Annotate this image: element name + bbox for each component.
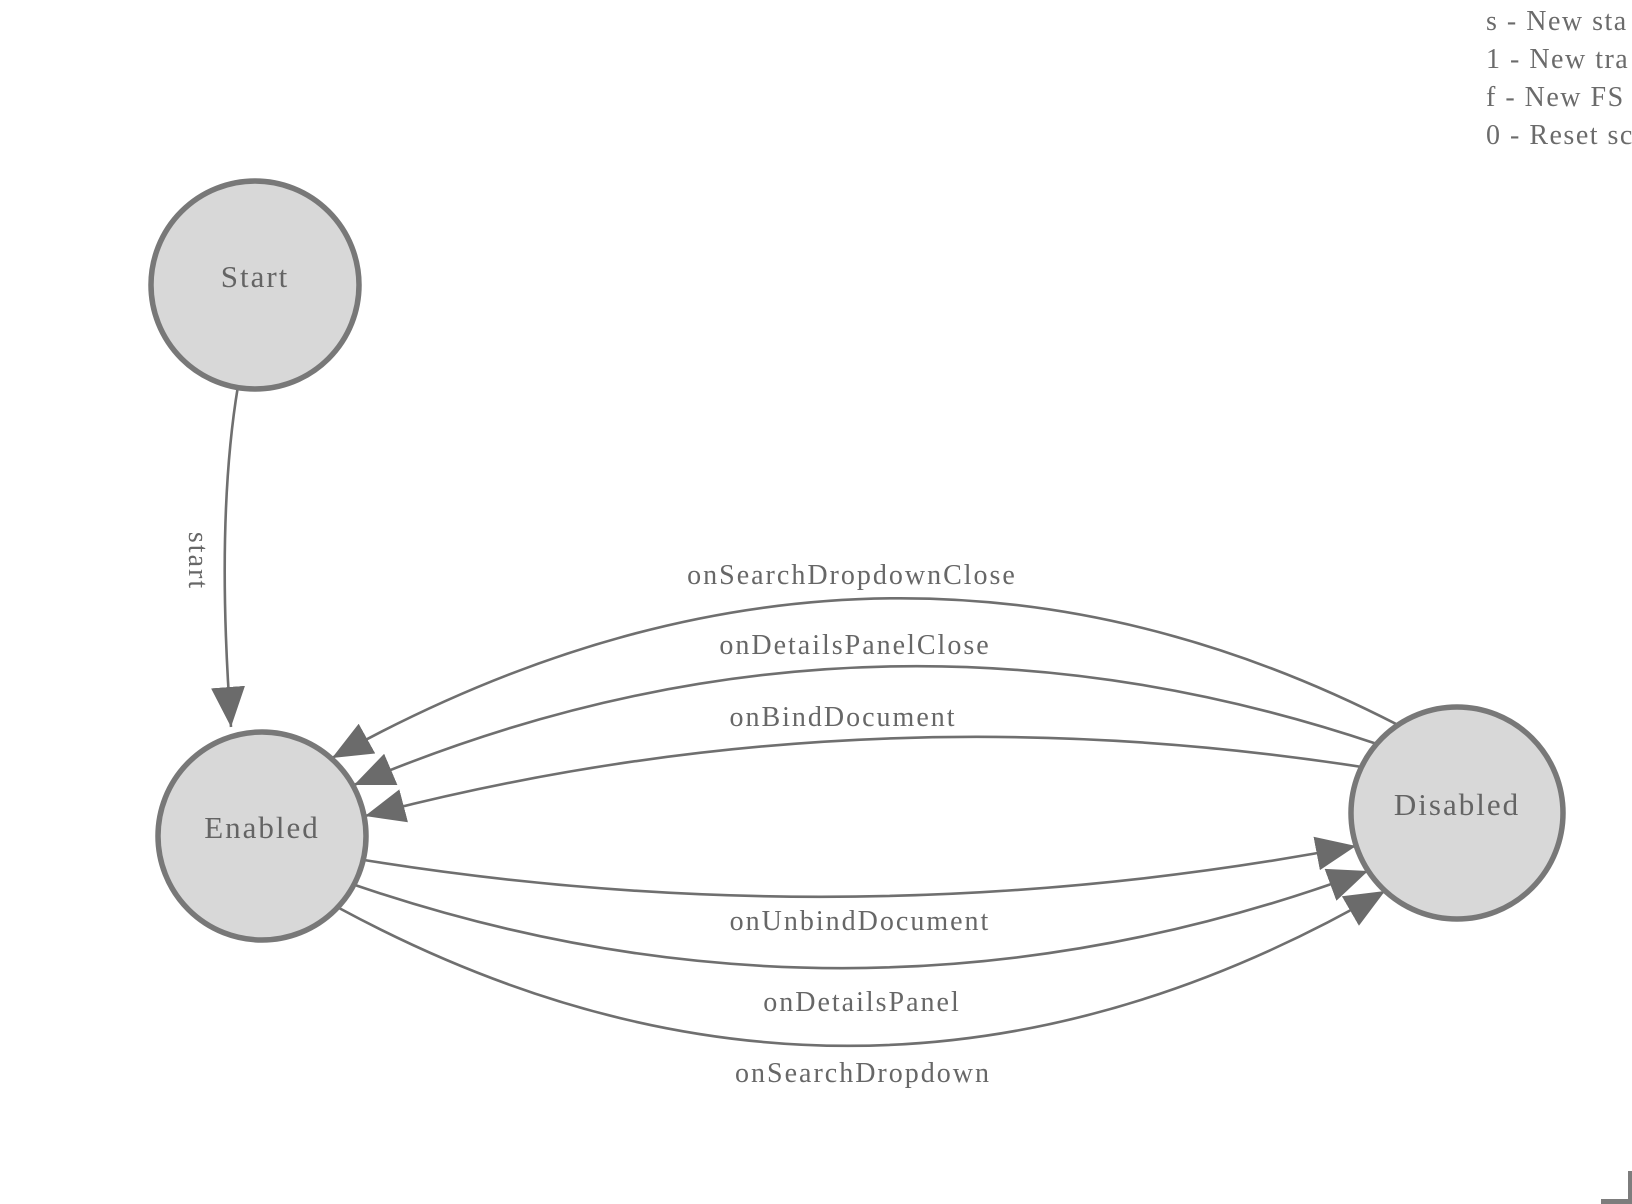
state-circle-enabled[interactable] [155,729,369,943]
legend-line-new-transition: 1 - New tra [1486,44,1630,75]
transition-edge-onsearchdropdownclose[interactable] [331,597,1399,760]
state-circle-start[interactable] [148,178,362,392]
state-label-disabled: Disabled [1393,787,1521,822]
legend-line-reset-scale: 0 - Reset sc [1486,120,1632,151]
transition-edge-ondetailspanel[interactable] [354,868,1369,970]
transition-edge-onbinddocument[interactable] [364,735,1363,823]
transition-label-onbinddocument[interactable]: onBindDocument [729,702,957,733]
transition-label-onunbinddocument[interactable]: onUnbindDocument [729,906,991,937]
transition-edge-ondetailspanelclose[interactable] [353,664,1378,787]
transition-label-ondetailspanel[interactable]: onDetailsPanel [763,987,961,1018]
shortcut-legend: s - New sta 1 - New tra f - New FS 0 - R… [1486,3,1632,155]
transition-label-onsearchdropdownclose[interactable]: onSearchDropdownClose [687,560,1017,591]
transition-edge-start[interactable] [211,385,245,728]
transition-label-start[interactable]: start [182,531,213,591]
legend-line-new-fsm: f - New FS [1486,82,1625,113]
state-circle-disabled[interactable] [1348,704,1566,922]
transition-label-ondetailspanelclose[interactable]: onDetailsPanelClose [719,630,991,661]
canvas-corner-mark [1601,1171,1632,1204]
state-label-enabled: Enabled [204,810,320,845]
transition-label-onsearchdropdown[interactable]: onSearchDropdown [735,1058,991,1089]
transition-edge-onsearchdropdown[interactable] [338,889,1386,1048]
legend-line-new-state: s - New sta [1486,6,1628,37]
state-label-start: Start [220,259,290,294]
transition-edge-onunbinddocument[interactable] [363,836,1357,899]
